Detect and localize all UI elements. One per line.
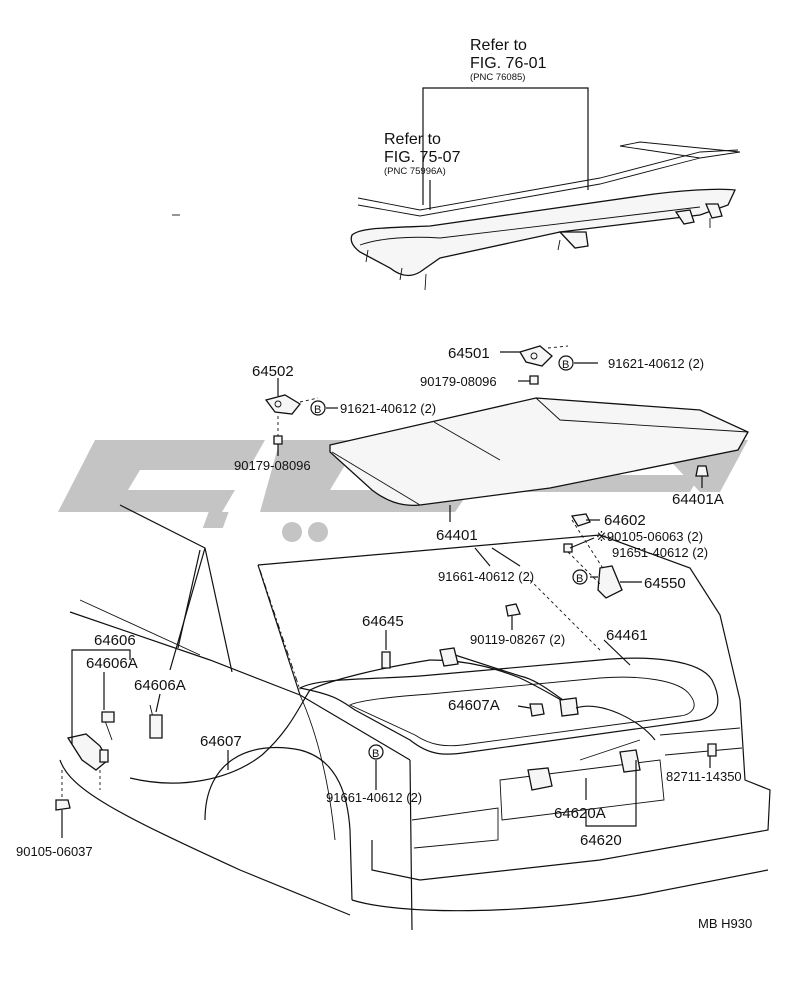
label-91621-left: 91621-40612 (2)	[340, 401, 436, 416]
label-90119: 90119-08267 (2)	[470, 632, 565, 647]
label-64620A: 64620A	[554, 805, 606, 822]
label-64606A-lower: 64606A	[134, 677, 186, 694]
bolt-marker-1: B	[310, 400, 326, 416]
label-64401A: 64401A	[672, 491, 724, 508]
ref1-title: Refer to	[470, 37, 527, 54]
grommet-64607A	[529, 703, 545, 717]
bolt-90119	[505, 603, 521, 617]
bolt-marker-3: B	[572, 569, 588, 585]
label-91661-upper: 91661-40612 (2)	[438, 569, 534, 584]
label-64501: 64501	[448, 345, 490, 362]
ref2-figure: FIG. 75-07	[384, 149, 461, 166]
lock-components	[563, 513, 623, 599]
label-64620: 64620	[580, 832, 622, 849]
label-64607A: 64607A	[448, 697, 500, 714]
svg-text:B: B	[576, 573, 583, 585]
label-82711: 82711-14350	[666, 769, 742, 784]
label-64606A-upper: 64606A	[86, 655, 138, 672]
rear-spoiler	[350, 141, 741, 291]
car-body	[59, 504, 771, 931]
label-64607: 64607	[200, 733, 242, 750]
ref1-pnc: (PNC 76085)	[470, 72, 525, 83]
label-64602: 64602	[604, 512, 646, 529]
label-90105-06063: ※90105-06063 (2)	[596, 529, 703, 544]
diagram-code: MB H930	[698, 916, 752, 931]
bolt-marker-2: B	[558, 355, 574, 371]
reference-callouts	[422, 87, 589, 210]
bolt-marker-4: B	[368, 744, 384, 760]
label-91621-right: 91621-40612 (2)	[608, 356, 704, 371]
label-90179-right: 90179-08096	[420, 374, 497, 389]
svg-text:B: B	[372, 748, 379, 760]
stopper-64401A	[695, 465, 709, 477]
hinge-left	[264, 394, 319, 445]
label-64401: 64401	[436, 527, 478, 544]
label-64461: 64461	[606, 627, 648, 644]
label-91651: 91651-40612 (2)	[612, 545, 708, 560]
svg-text:B: B	[562, 359, 569, 371]
ref2-title: Refer to	[384, 131, 441, 148]
label-64502: 64502	[252, 363, 294, 380]
ref2-pnc: (PNC 75996A)	[384, 166, 446, 177]
trunk-lid	[329, 397, 749, 506]
label-64645: 64645	[362, 613, 404, 630]
clip-82711	[707, 743, 717, 757]
label-91661-lower: 91661-40612 (2)	[326, 790, 422, 805]
svg-text:B: B	[314, 404, 321, 416]
label-90105-06037: 90105-06037	[16, 844, 93, 859]
leader-lines	[61, 351, 711, 838]
label-90179-left: 90179-08096	[234, 458, 311, 473]
ref1-figure: FIG. 76-01	[470, 55, 547, 72]
release-lever	[55, 704, 163, 811]
label-64550: 64550	[644, 575, 686, 592]
label-64606: 64606	[94, 632, 136, 649]
release-cable	[129, 647, 656, 784]
